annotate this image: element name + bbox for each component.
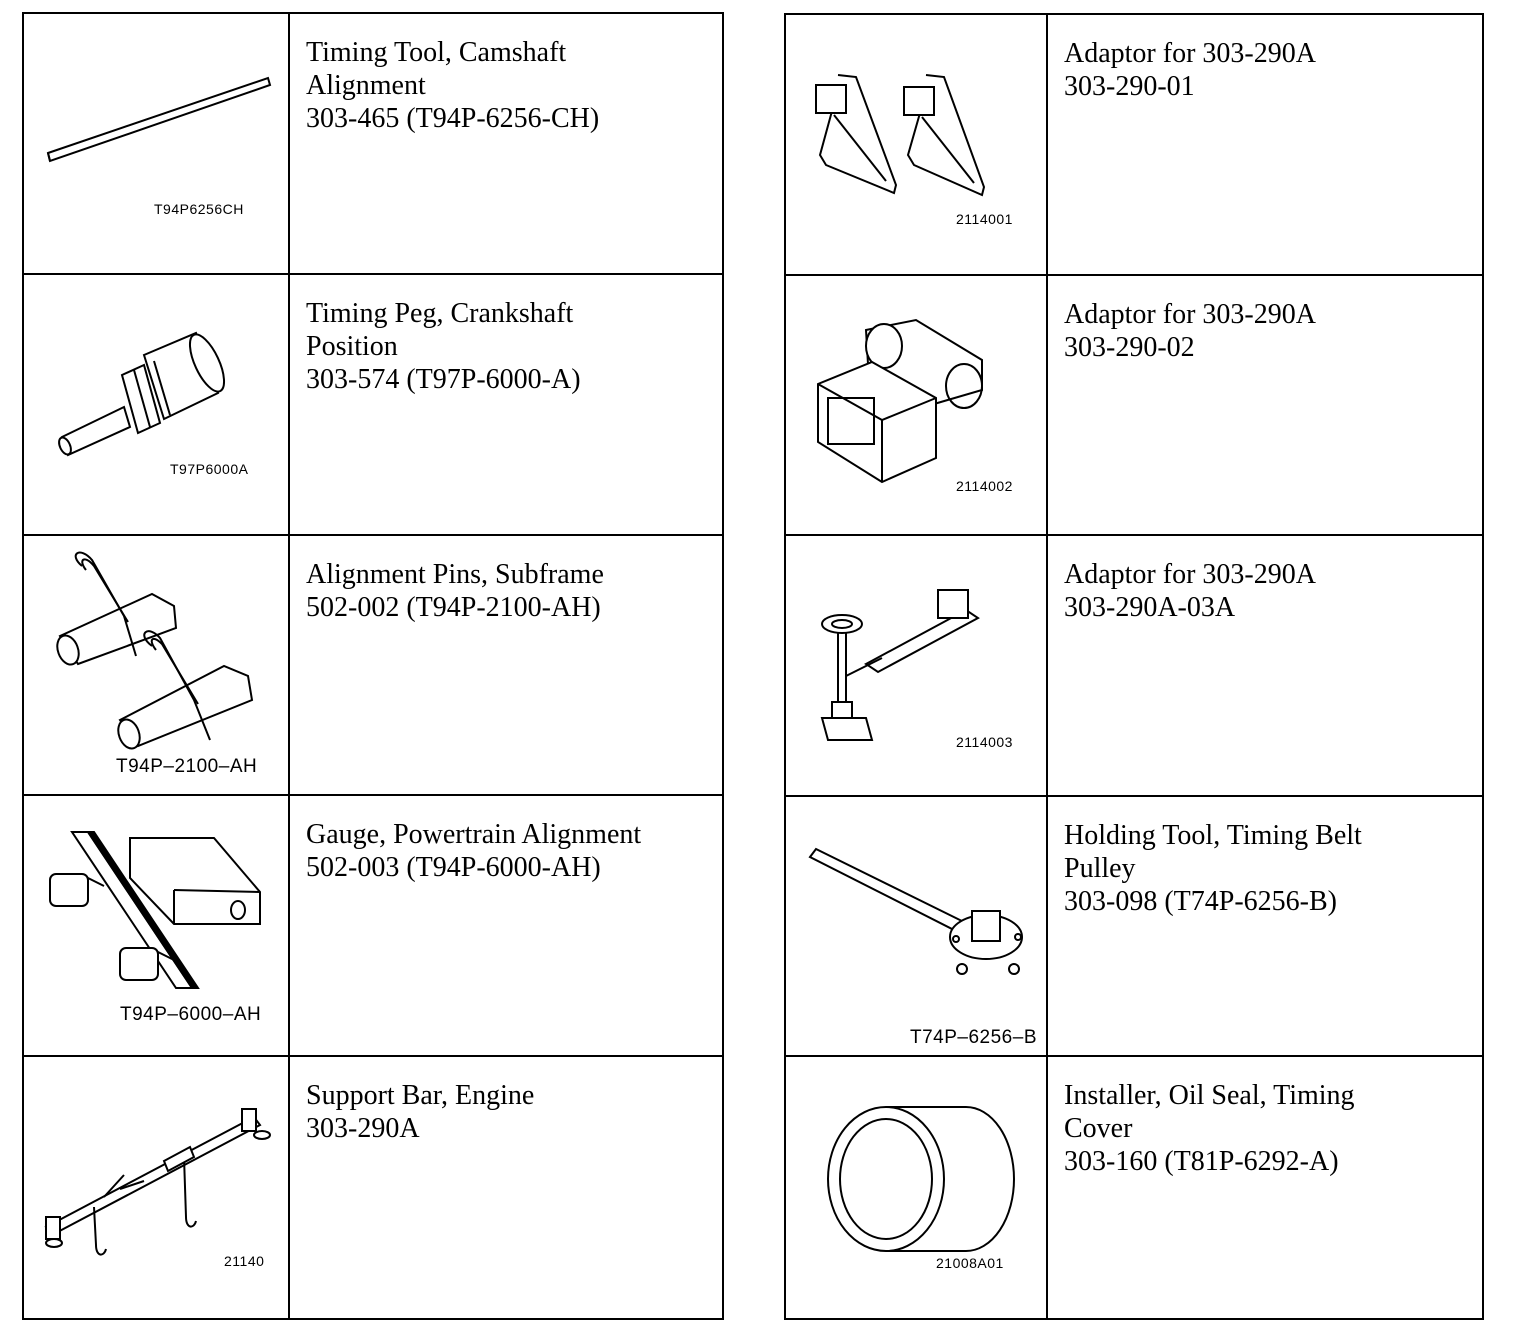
tool-image-cell: 21008A01: [786, 1057, 1048, 1318]
tool-name-line: Position: [306, 330, 398, 362]
tool-image-cell: T97P6000A: [24, 274, 290, 536]
right-tool-table: 2114001 Adaptor for 303-290A 303-290-01 …: [784, 13, 1484, 1320]
tool-description: Timing Tool, Camshaft Alignment 303-465 …: [290, 14, 722, 275]
tool-name-line: Adaptor for 303-290A: [1064, 559, 1316, 591]
tool-name-line: Pulley: [1064, 852, 1136, 884]
tool-image-code: 21008A01: [936, 1255, 1004, 1272]
tool-description: Gauge, Powertrain Alignment 502-003 (T94…: [290, 796, 722, 1058]
tool-image-code: 2114001: [956, 211, 1013, 227]
tool-name-line: Gauge, Powertrain Alignment: [306, 819, 642, 851]
tool-image-cell: T94P–6000–AH: [24, 796, 290, 1058]
tool-image-code: T94P–2100–AH: [116, 755, 258, 777]
powertrain-alignment-gauge-icon: [49, 831, 261, 990]
adaptor-brackets-icon: [815, 74, 986, 197]
tool-name-line: Holding Tool, Timing Belt: [1064, 819, 1362, 851]
tool-description: Holding Tool, Timing Belt Pulley 303-098…: [1048, 797, 1482, 1058]
tool-part-number: 502-003 (T94P-6000-AH): [306, 852, 601, 884]
tool-description: Adaptor for 303-290A 303-290-02: [1048, 276, 1482, 537]
tool-name-line: Adaptor for 303-290A: [1064, 38, 1316, 69]
tool-name-line: Alignment Pins, Subframe: [306, 558, 604, 590]
oil-seal-installer-icon: [827, 1106, 1015, 1253]
tool-image-code: T74P–6256–B: [910, 1026, 1037, 1048]
tool-part-number: 303-465 (T94P-6256-CH): [306, 103, 600, 134]
tool-part-number: 303-290-02: [1064, 331, 1195, 363]
tool-image-code: T94P6256CH: [154, 201, 244, 217]
tool-name-line: Adaptor for 303-290A: [1064, 298, 1316, 330]
tool-description: Alignment Pins, Subframe 502-002 (T94P-2…: [290, 536, 722, 797]
tool-image-code: 2114002: [956, 477, 1013, 494]
tool-image-cell: 2114001: [786, 15, 1048, 276]
tool-part-number: 502-002 (T94P-2100-AH): [306, 591, 601, 623]
tool-image-cell: T94P–2100–AH: [24, 535, 290, 797]
tool-image-code: 21140: [224, 1253, 265, 1270]
adaptor-square-tube-icon: [817, 318, 983, 483]
tool-image-cell: 2114003: [786, 536, 1048, 797]
tool-image-code: T94P–6000–AH: [120, 1004, 262, 1026]
tool-part-number: 303-290A-03A: [1064, 592, 1236, 624]
tool-description: Installer, Oil Seal, Timing Cover 303-16…: [1048, 1057, 1482, 1318]
tool-part-number: 303-290-01: [1064, 71, 1195, 102]
tool-description: Timing Peg, Crankshaft Position 303-574 …: [290, 275, 722, 536]
tool-name-line: Cover: [1064, 1113, 1133, 1145]
tool-image-cell: T94P6256CH: [24, 14, 290, 275]
engine-support-bar-icon: [44, 1108, 271, 1256]
tool-image-cell: T74P–6256–B: [786, 796, 1048, 1058]
tool-name-line: Timing Peg, Crankshaft: [306, 297, 574, 329]
left-tool-table: T94P6256CH Timing Tool, Camshaft Alignme…: [22, 12, 724, 1320]
tool-part-number: 303-160 (T81P-6292-A): [1064, 1146, 1339, 1178]
tool-name-line: Support Bar, Engine: [306, 1080, 535, 1112]
tool-name-line: Alignment: [306, 70, 426, 101]
subframe-alignment-pins-icon: [56, 551, 254, 750]
tool-description: Adaptor for 303-290A 303-290-01: [1048, 15, 1482, 276]
timing-belt-pulley-holding-tool-icon: [808, 847, 1023, 975]
tool-image-code: T97P6000A: [170, 460, 249, 477]
tool-description: Adaptor for 303-290A 303-290A-03A: [1048, 536, 1482, 797]
tool-part-number: 303-290A: [306, 1113, 420, 1145]
adaptor-screw-arm-icon: [820, 589, 980, 742]
tool-name-line: Timing Tool, Camshaft: [306, 37, 567, 68]
tool-name-line: Installer, Oil Seal, Timing: [1064, 1080, 1355, 1112]
camshaft-alignment-bar-icon: [46, 76, 272, 163]
tool-image-cell: 21140: [24, 1057, 290, 1318]
tool-image-code: 2114003: [956, 734, 1013, 751]
tool-part-number: 303-574 (T97P-6000-A): [306, 363, 581, 395]
tool-part-number: 303-098 (T74P-6256-B): [1064, 885, 1337, 917]
tool-image-cell: 2114002: [786, 275, 1048, 537]
tool-description: Support Bar, Engine 303-290A: [290, 1057, 722, 1318]
crankshaft-timing-peg-icon: [58, 331, 226, 457]
